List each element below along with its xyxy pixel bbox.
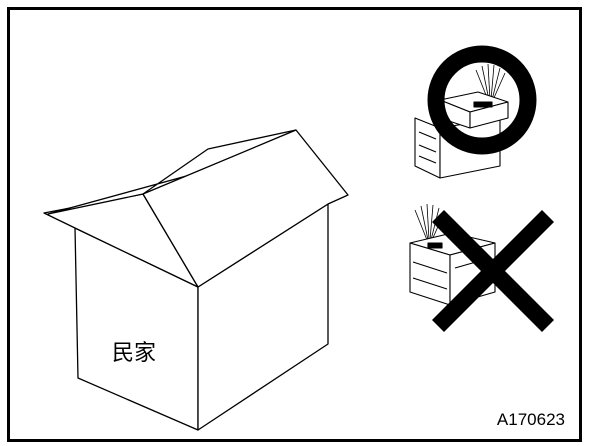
incorrect-mark-cross	[431, 209, 555, 333]
house-roof-right	[142, 129, 349, 288]
house-drawing	[43, 129, 349, 431]
figure-id: A170623	[496, 410, 565, 429]
fume-lines-incorrect	[414, 203, 445, 241]
printer-side	[469, 101, 509, 129]
printer-correct-drawing	[414, 63, 509, 179]
house-roof-back	[47, 129, 297, 215]
house-label: 民家	[112, 341, 157, 366]
correct-mark-circle	[427, 45, 537, 155]
